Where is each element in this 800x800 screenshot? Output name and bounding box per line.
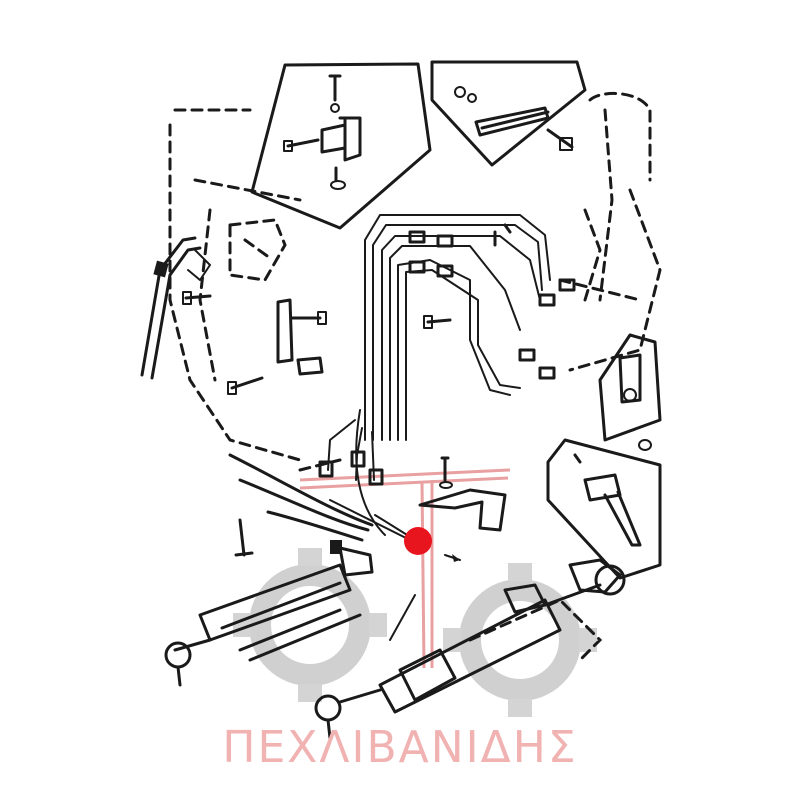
steering-column-outline <box>558 91 662 372</box>
highlight-marker <box>404 527 432 555</box>
watermark-brand-text: ΠΕΧΛΙΒΑΝΙΔΗΣ <box>222 722 578 773</box>
cylinder-hoses <box>228 409 386 542</box>
watermark-logo-t <box>299 468 511 669</box>
inset-lower-right-bracket <box>546 438 662 580</box>
mounting-bolt <box>234 518 254 557</box>
inset-bracket-bolt <box>250 62 432 230</box>
inset-right-bracket <box>598 333 662 442</box>
steering-cylinder-left <box>164 540 374 687</box>
flexible-hose <box>140 236 211 380</box>
steering-cylinder-right <box>314 558 626 740</box>
hydraulic-pipes <box>318 214 576 486</box>
inset-clamp-plate <box>430 60 587 167</box>
center-mount-bracket <box>418 456 507 532</box>
pipe-bracket-mid <box>182 291 452 395</box>
tractor-body-outline <box>168 108 342 472</box>
